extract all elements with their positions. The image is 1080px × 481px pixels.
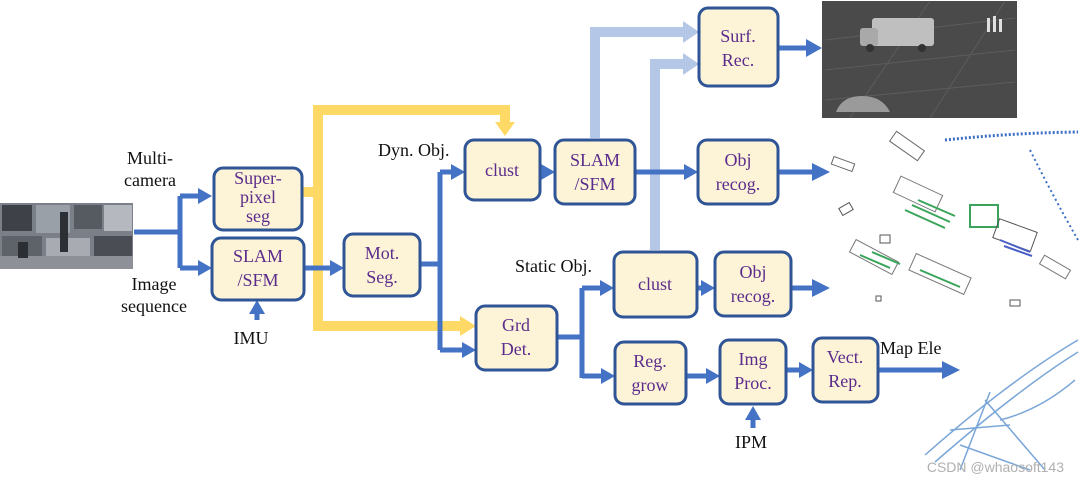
label-dyn-obj: Dyn. Obj. (378, 140, 450, 160)
blue-flow-arrows (134, 39, 960, 428)
node-mot-seg: Mot. Seg. (342, 232, 422, 298)
node-imgproc-line1: Img (739, 349, 768, 369)
lidar-pointcloud-render (830, 130, 1079, 307)
node-objrec1-line1: Obj (725, 150, 752, 170)
node-objrec2-line2: recog. (731, 286, 775, 306)
node-objrec2-line1: Obj (740, 262, 767, 282)
node-reggrow-line2: grow (632, 375, 669, 395)
node-superpixel-line3: seg (246, 206, 270, 226)
node-obj-recog-2: Obj recog. (713, 250, 793, 318)
node-obj-recog-1: Obj recog. (696, 138, 780, 206)
surface-reconstruction-render (822, 0, 1017, 119)
node-superpixel-line2: pixel (240, 187, 276, 207)
node-surf-rec: Surf. Rec. (697, 6, 780, 88)
node-img-proc: Img Proc. (718, 338, 788, 406)
label-multi: Multi- (127, 148, 173, 168)
label-image: Image (132, 274, 177, 294)
node-slam1-line2: /SFM (237, 270, 278, 290)
label-ipm: IPM (735, 432, 767, 452)
node-clust-dyn-text: clust (485, 160, 519, 180)
node-motseg-line1: Mot. (365, 243, 400, 263)
node-clust-dynamic: clust (463, 138, 542, 202)
map-vector-lines-render (924, 339, 1079, 471)
node-vect-line1: Vect. (827, 347, 863, 367)
node-imgproc-line2: Proc. (734, 373, 772, 393)
node-slam2-line2: /SFM (574, 174, 615, 194)
street-camera-image (0, 203, 133, 269)
gold-flow-arrows (302, 105, 515, 336)
node-motseg-line2: Seg. (366, 267, 398, 287)
label-sequence: sequence (121, 296, 187, 316)
node-objrec1-line2: recog. (716, 174, 760, 194)
label-static-obj: Static Obj. (515, 256, 592, 276)
node-surf-line1: Surf. (720, 26, 756, 46)
node-clust-static: clust (612, 250, 699, 319)
node-superpixel-seg: Super- pixel seg (212, 166, 304, 232)
node-slam-sfm-2: SLAM /SFM (553, 138, 637, 206)
node-grd-line1: Grd (502, 315, 530, 335)
node-clust-static-text: clust (638, 274, 672, 294)
lightblue-flow-arrows (590, 21, 699, 250)
label-camera: camera (124, 170, 176, 190)
node-superpixel-line1: Super- (234, 168, 282, 188)
node-slam-sfm-1: SLAM /SFM (210, 236, 306, 302)
node-grd-det: Grd Det. (474, 304, 559, 372)
label-imu: IMU (234, 328, 269, 348)
node-slam2-line1: SLAM (570, 150, 620, 170)
node-slam1-line1: SLAM (233, 246, 283, 266)
node-grd-line2: Det. (501, 339, 532, 359)
node-reg-grow: Reg. grow (613, 340, 688, 406)
node-surf-line2: Rec. (722, 50, 754, 70)
label-map-ele: Map Ele (880, 338, 941, 358)
node-vect-line2: Rep. (828, 371, 862, 391)
node-vect-rep: Vect. Rep. (811, 336, 880, 404)
node-reggrow-line1: Reg. (633, 351, 667, 371)
watermark: CSDN @whaosoft143 (927, 459, 1064, 475)
